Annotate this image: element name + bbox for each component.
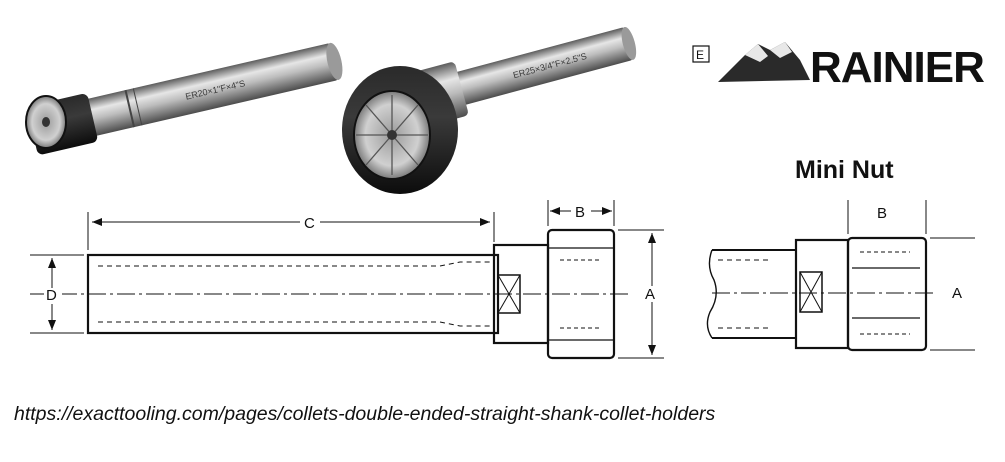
mini-dim-label-a: A [952,285,962,302]
mountain-icon [718,42,810,82]
mini-drawing-nut [846,236,928,352]
mini-dim-label-b: B [877,205,887,222]
shank-body-2 [446,27,633,108]
dim-label-a: A [645,286,655,303]
collet-holder-photo-2: ER25×3/4"F×2.5"S [342,26,637,194]
collet-holder-photo-1: ER20×1"F×4"S [25,42,343,155]
mini-nut-drawing [706,200,975,352]
mini-nut-title: Mini Nut [795,156,894,184]
technical-drawing [30,200,664,360]
brand-badge: E [696,48,704,62]
shank-end [326,42,343,80]
dim-label-b: B [575,204,585,221]
dim-label-d: D [46,287,57,304]
brand-logo: E RAINIER [692,42,985,92]
source-url: https://exacttooling.com/pages/collets-d… [14,403,716,425]
dim-label-c: C [304,215,315,232]
shank-body [79,43,339,138]
brand-badge-box [692,45,710,63]
brand-name: RAINIER [810,43,984,92]
